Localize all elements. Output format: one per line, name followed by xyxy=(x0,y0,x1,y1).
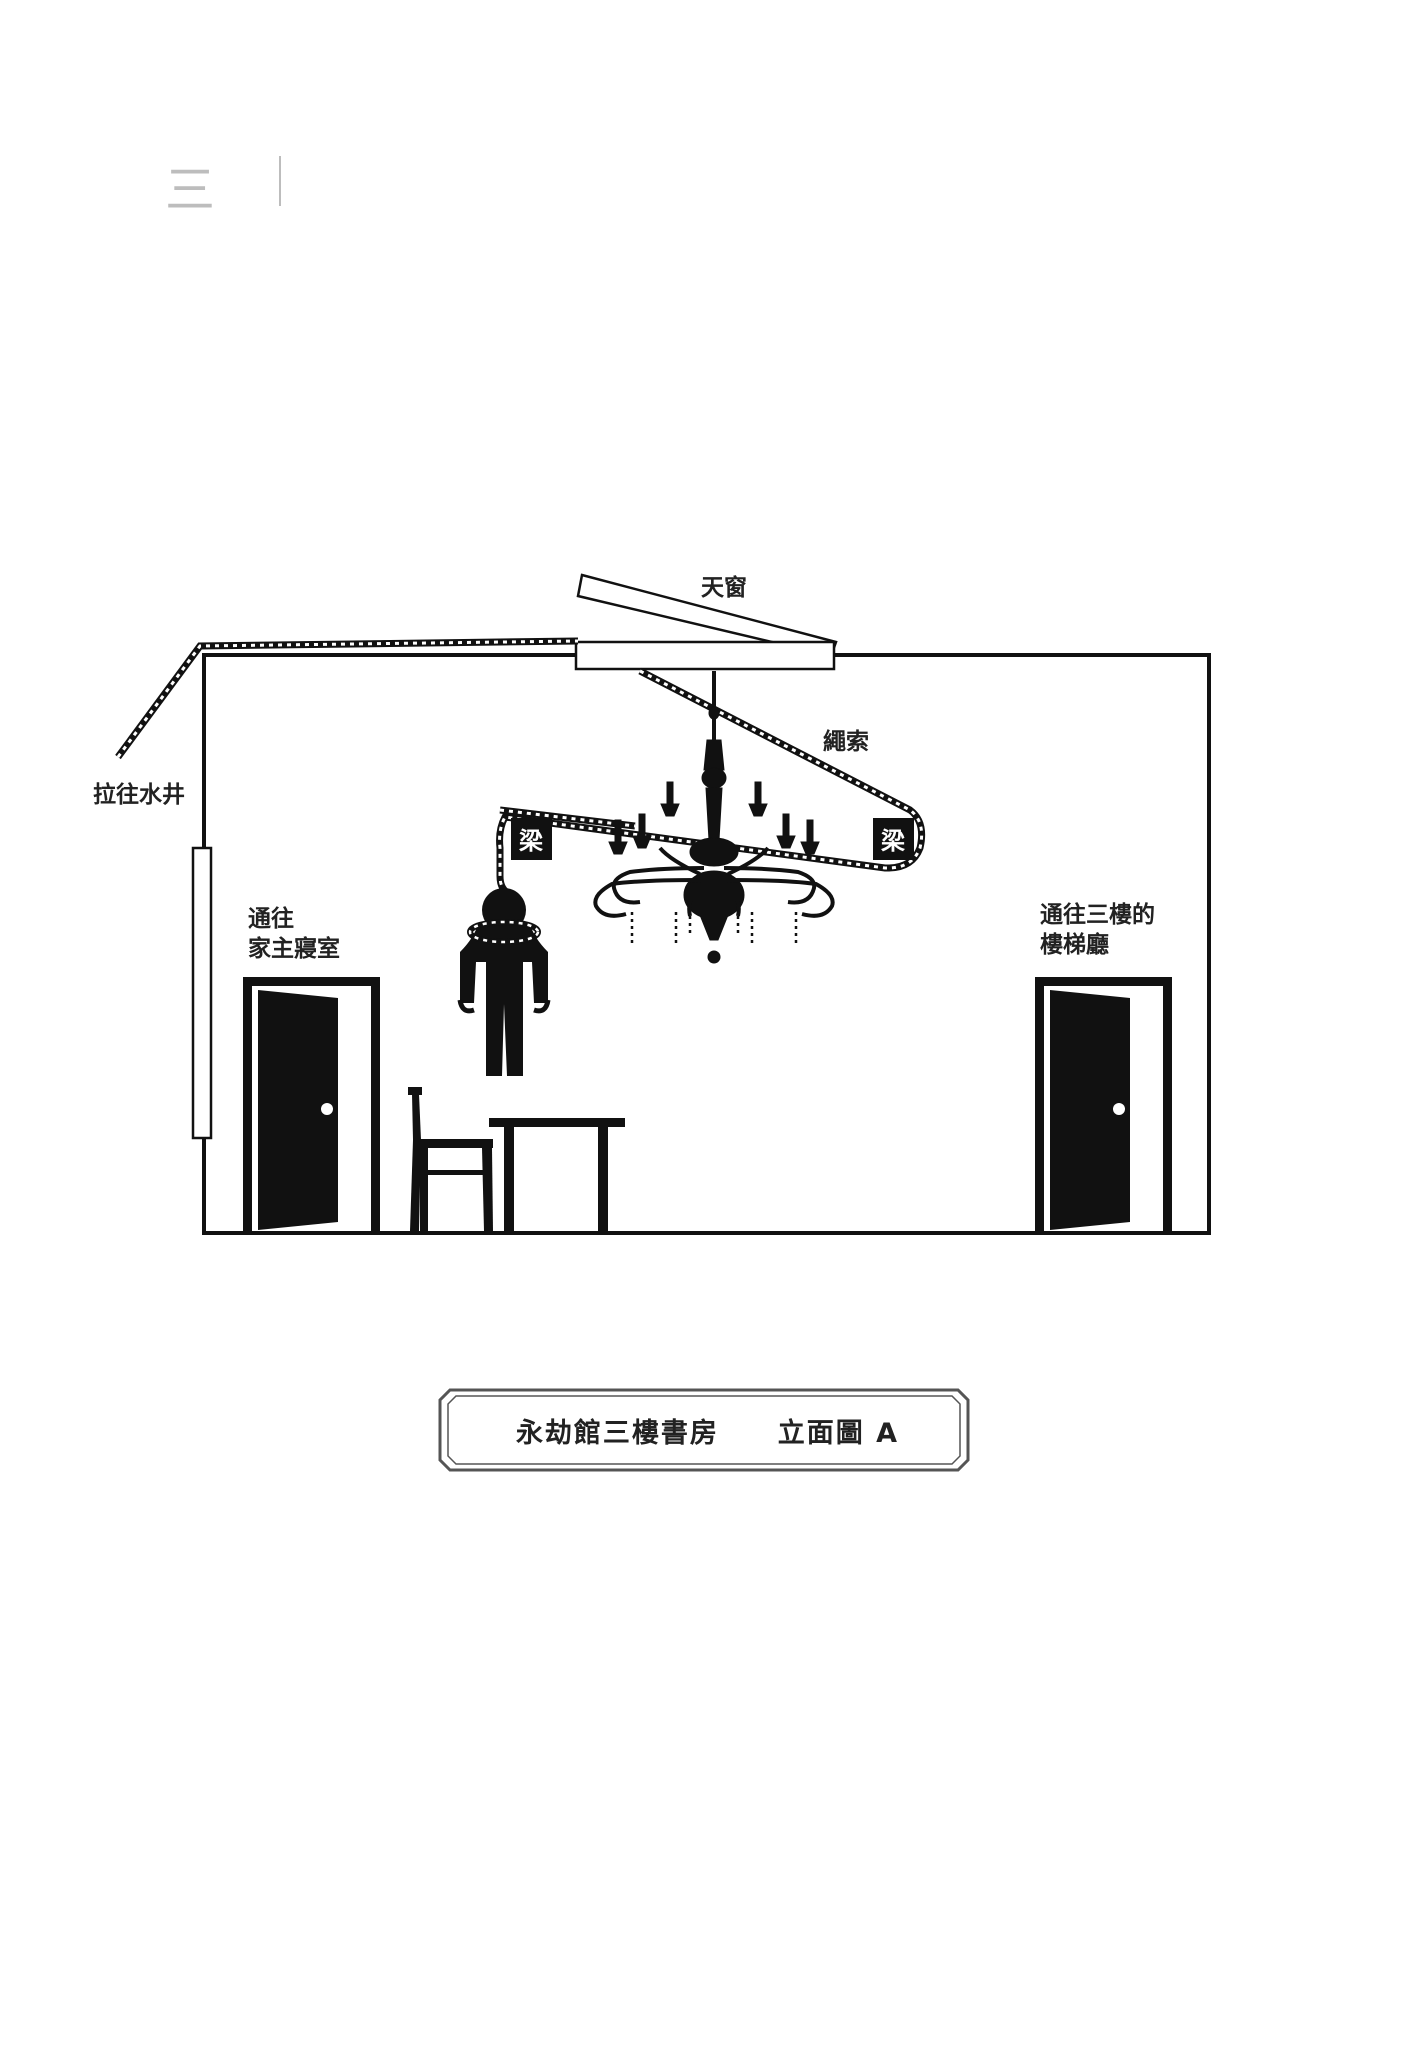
caption-subtitle: 立面圖 A xyxy=(777,1418,900,1449)
rope-to-well xyxy=(115,637,579,760)
door-right xyxy=(1035,977,1172,1231)
beam-right-label: 梁 xyxy=(880,827,905,855)
diagram-caption: 永劫館三樓書房 立面圖 A xyxy=(0,1411,1415,1450)
chandelier xyxy=(593,671,835,964)
chair xyxy=(408,1087,493,1231)
label-right-door-line2: 樓梯廳 xyxy=(1040,931,1109,958)
chapter-numeral: 三 xyxy=(165,161,223,219)
beam-right: 梁 xyxy=(873,818,914,860)
beam-left: 梁 xyxy=(511,818,552,860)
skylight xyxy=(574,573,838,671)
table xyxy=(489,1118,625,1231)
door-left xyxy=(243,977,380,1231)
label-to-well: 拉往水井 xyxy=(93,781,185,808)
hanging-figure xyxy=(457,888,551,1076)
label-right-door-line1: 通往三樓的 xyxy=(1040,901,1155,928)
label-left-door-line2: 家主寢室 xyxy=(248,935,340,962)
caption-frame xyxy=(438,1388,970,1472)
caption-title: 永劫館三樓書房 xyxy=(515,1418,719,1449)
wall-pipe xyxy=(191,846,213,1140)
label-skylight: 天窗 xyxy=(701,574,747,601)
beam-left-label: 梁 xyxy=(518,827,543,855)
label-rope: 繩索 xyxy=(823,728,869,755)
skylight-frame xyxy=(574,640,836,671)
chapter-divider xyxy=(279,156,281,206)
rope-main xyxy=(496,667,926,898)
label-left-door-line1: 通往 xyxy=(248,905,294,932)
